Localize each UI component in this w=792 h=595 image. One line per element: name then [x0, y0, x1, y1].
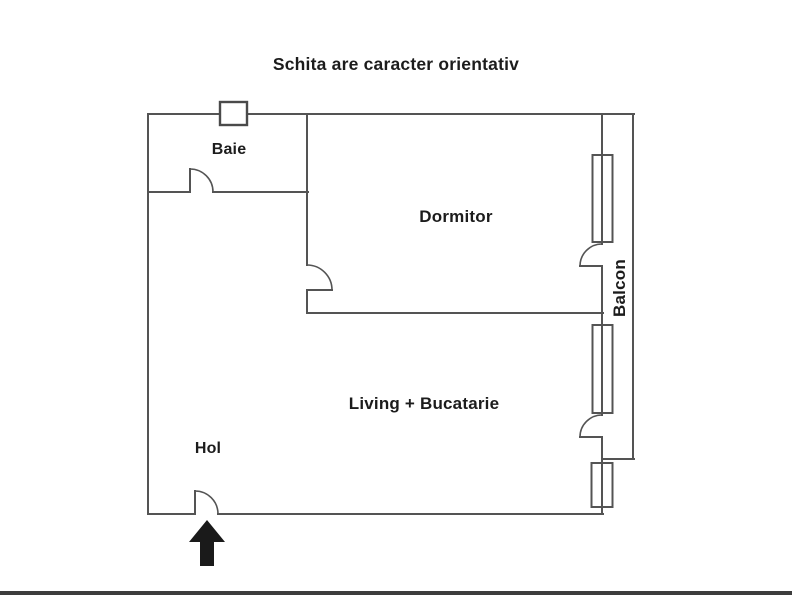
door-balcon-living — [579, 414, 603, 438]
door-baie — [189, 168, 214, 193]
bottom-bar — [0, 591, 792, 595]
door-entrance-arc — [194, 490, 219, 515]
room-label-hol: Hol — [194, 440, 222, 457]
door-dormitor — [306, 264, 333, 291]
room-label-dormitor: Dormitor — [419, 207, 493, 226]
window-dormitor — [591, 154, 614, 243]
door-balcon-living-arc — [579, 414, 603, 438]
door-balcon-dormitor — [579, 243, 603, 267]
door-entrance — [194, 490, 219, 515]
plan-disclaimer-title: Schita are caracter orientativ — [272, 54, 520, 74]
room-label-living: Living + Bucatarie — [348, 394, 500, 413]
door-balcon-dormitor-arc — [579, 243, 603, 267]
room-label-baie: Baie — [211, 141, 247, 158]
room-label-balcon: Balcon — [610, 259, 629, 317]
entrance-arrow-icon — [189, 520, 225, 566]
doors — [189, 168, 603, 515]
balcony-walls — [601, 113, 635, 460]
interior-walls — [147, 113, 604, 314]
windows — [218, 100, 614, 508]
door-dormitor-arc — [306, 264, 333, 291]
window-living — [591, 324, 614, 414]
door-baie-arc — [189, 168, 214, 193]
window-living-small — [590, 462, 614, 508]
window-baie-vent — [218, 100, 249, 127]
